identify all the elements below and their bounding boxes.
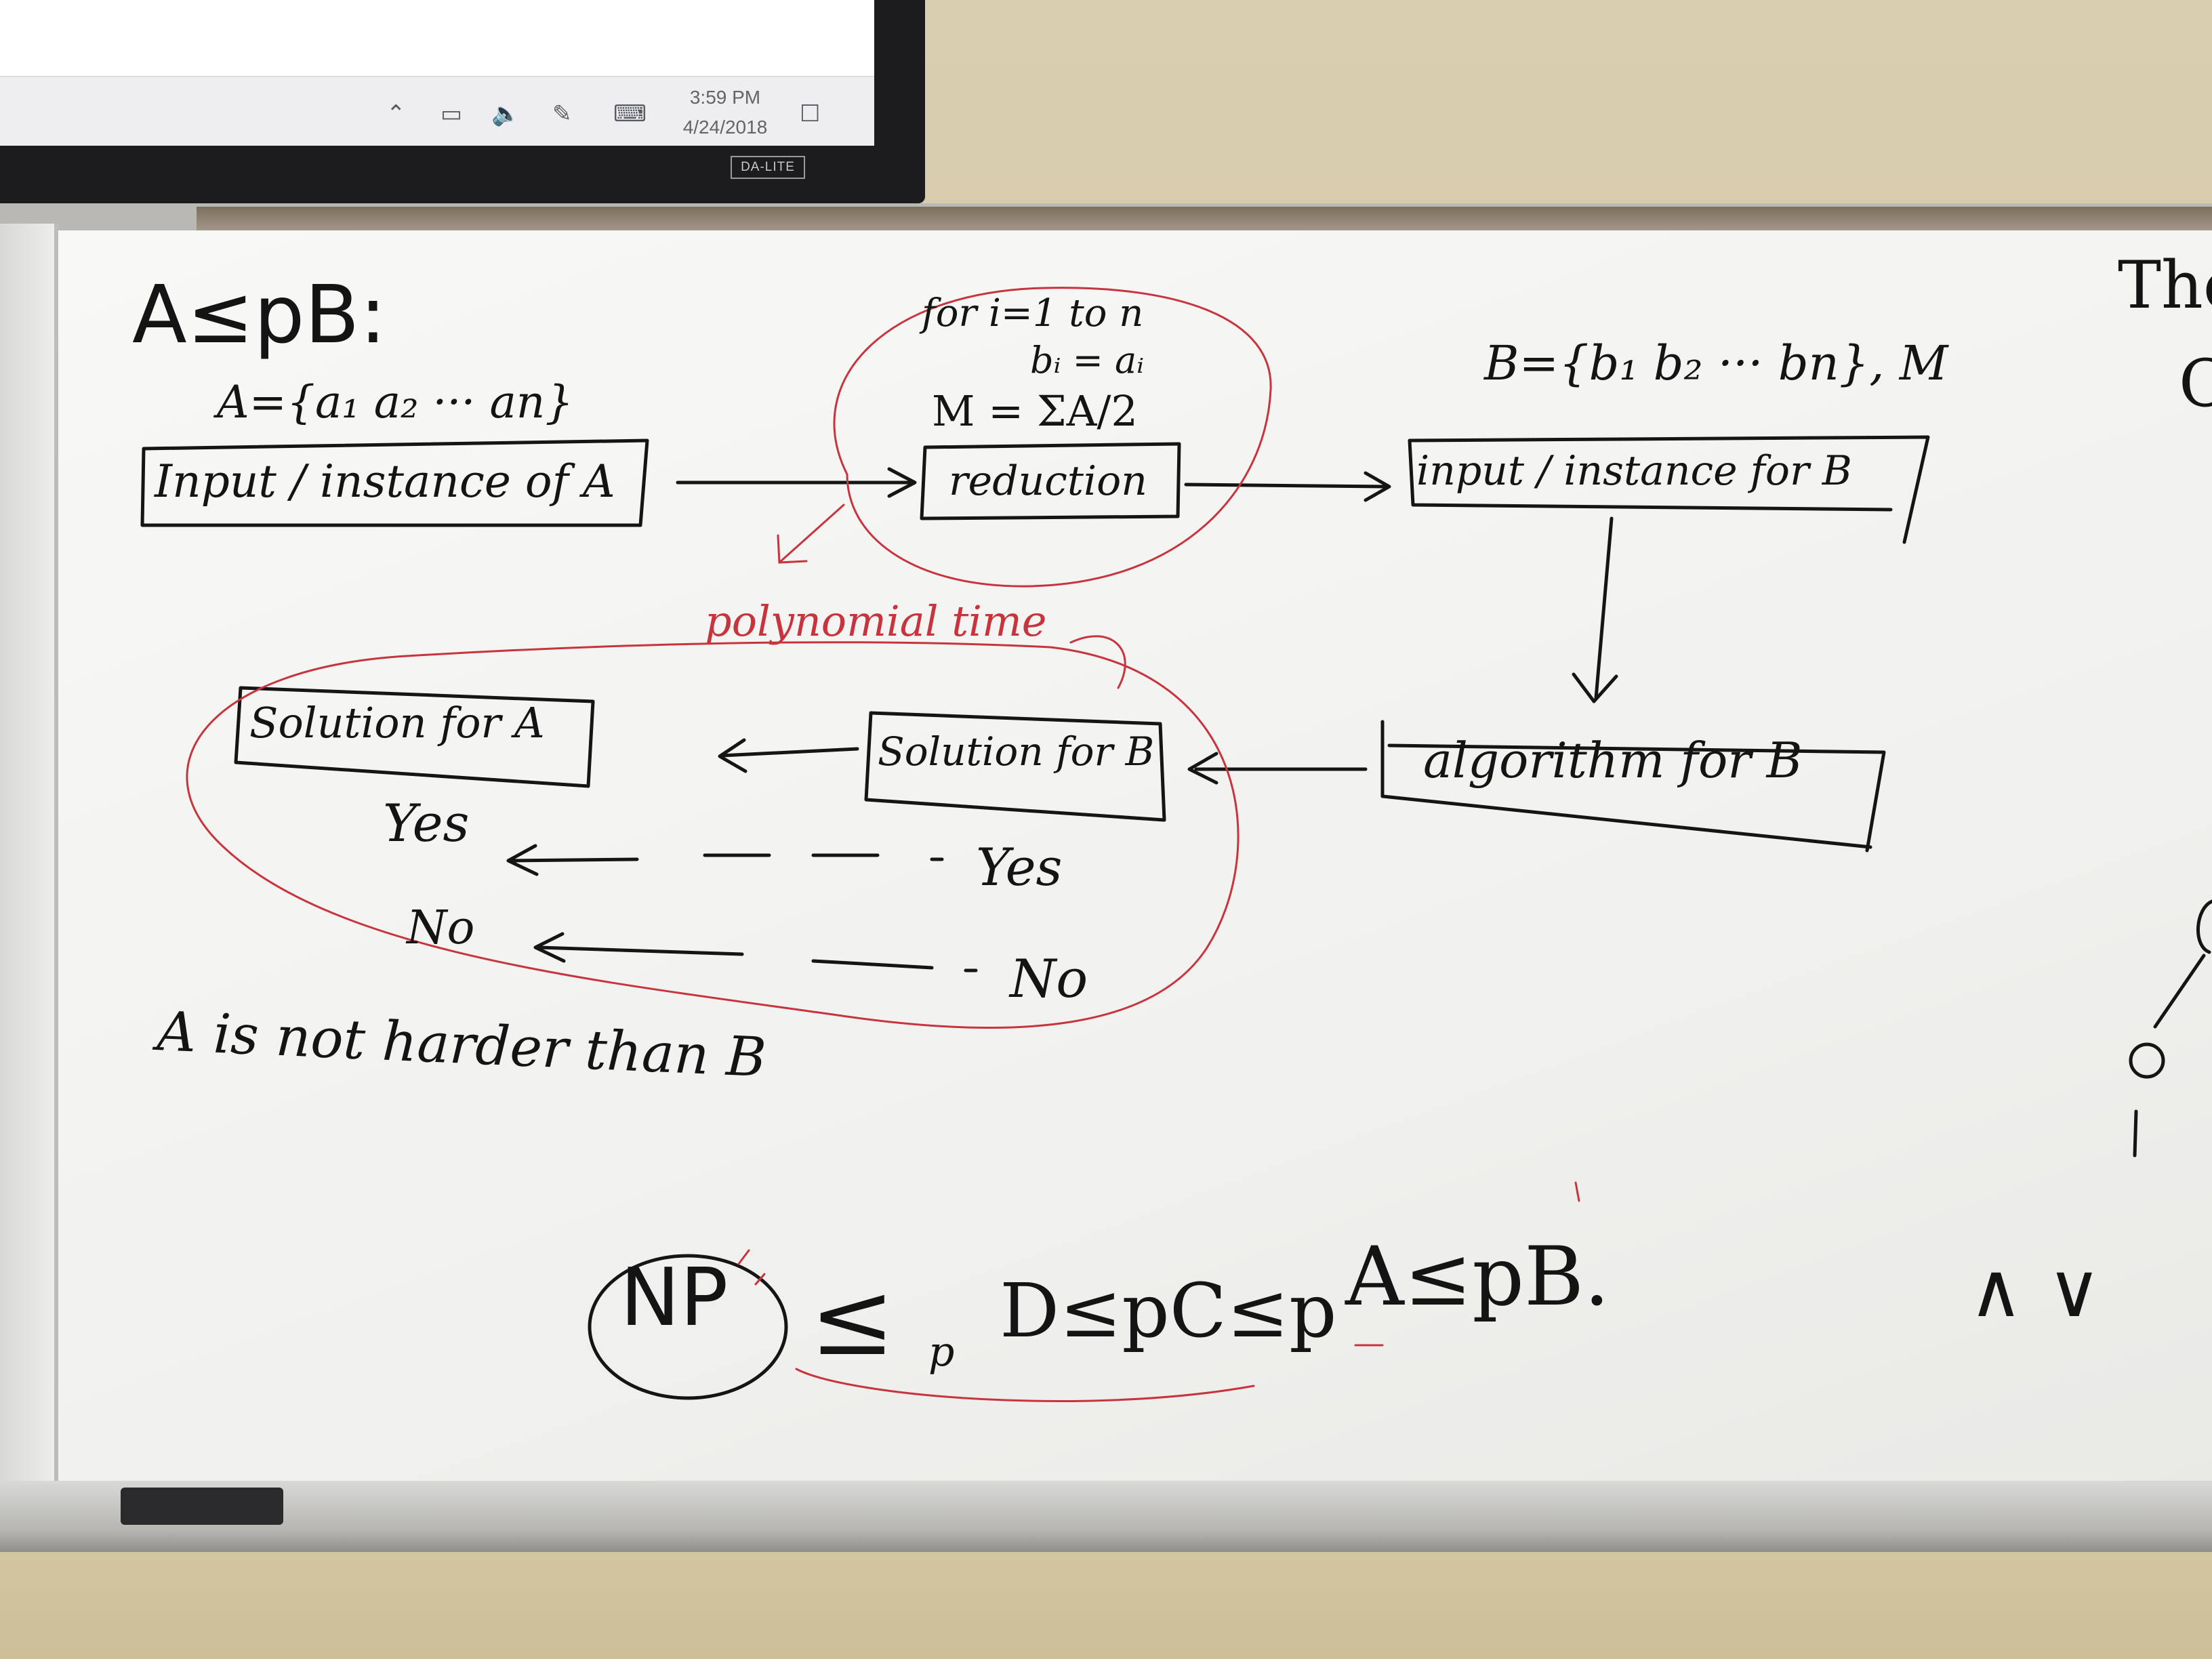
edge-line xyxy=(2153,954,2206,1029)
arrow-reduction-to-input-b xyxy=(1184,483,1388,489)
loop-line-1: for i=1 to n xyxy=(922,291,1144,335)
box-input-b xyxy=(1408,435,1930,544)
edge-node-top xyxy=(2196,899,2212,954)
input-b-label: input / instance for B xyxy=(1416,447,1852,495)
pen-icon[interactable]: ✎ xyxy=(552,100,572,127)
chain-leq: ≤ xyxy=(810,1261,895,1378)
red-chain-underline xyxy=(795,1368,1255,1402)
set-b-label: B={b₁ b₂ ··· bn}, M xyxy=(1484,335,1948,391)
heading-reduction: A≤pB: xyxy=(132,268,387,361)
box-input-a xyxy=(140,438,649,527)
set-a-label: A={a₁ a₂ ··· an} xyxy=(217,376,574,428)
edge-the: The xyxy=(2118,247,2212,323)
edge-node-mid xyxy=(2129,1042,2165,1079)
arrowhead-solution-b xyxy=(1187,752,1218,785)
notification-icon[interactable]: ☐ xyxy=(800,100,821,127)
clock-time: 3:59 PM xyxy=(689,87,761,108)
arrow-input-b-to-algorithm xyxy=(1594,516,1614,700)
np-circle xyxy=(588,1254,788,1400)
taskbar xyxy=(0,78,874,146)
clock-date: 4/24/2018 xyxy=(682,117,768,138)
np-label: NP xyxy=(620,1250,729,1344)
yes-left: Yes xyxy=(383,793,470,853)
red-hook-polytime xyxy=(1069,635,1126,689)
adjacent-board-panel xyxy=(0,224,58,1525)
taskbar-clock[interactable]: 3:59 PM 4/24/2018 xyxy=(674,83,776,142)
box-solution-b xyxy=(864,711,1166,822)
box-algorithm-b xyxy=(1380,720,1886,853)
loop-line-2: bᵢ = aᵢ xyxy=(1030,339,1145,382)
yes-right: Yes xyxy=(976,837,1063,897)
arrowhead-solution-a xyxy=(718,738,747,773)
arrow-yes-solid xyxy=(510,857,639,863)
no-right: No xyxy=(1010,949,1088,1010)
box-reduction xyxy=(920,442,1181,520)
eraser xyxy=(121,1488,283,1525)
no-left: No xyxy=(407,901,475,955)
edge-and-or: ∧ ∨ xyxy=(1969,1247,2102,1334)
arrowhead-yes xyxy=(506,844,539,876)
m-definition: M = ΣA/2 xyxy=(932,386,1138,436)
chevron-up-icon[interactable]: ⌃ xyxy=(386,100,406,127)
solution-b-label: Solution for B xyxy=(878,729,1155,775)
volume-icon[interactable]: 🔈 xyxy=(491,100,520,127)
red-circle-reduction xyxy=(833,287,1272,588)
monitor-brand-label: DA-LITE xyxy=(731,156,805,179)
arrowhead-no xyxy=(533,932,566,963)
arrowhead-input-b xyxy=(1364,471,1391,502)
whiteboard xyxy=(58,230,2212,1488)
screen-content xyxy=(0,0,874,77)
red-ticks xyxy=(737,1181,1580,1286)
polynomial-time-label: polynomial time xyxy=(705,596,1047,646)
reduction-label: reduction xyxy=(949,457,1147,505)
algorithm-b-label: algorithm for B xyxy=(1423,732,1803,789)
arrow-yes-dashed xyxy=(703,853,944,861)
lower-wall xyxy=(0,1552,2212,1659)
chain-d-c: D≤pC≤p xyxy=(1000,1267,1337,1354)
arrow-no-dashed xyxy=(811,959,978,972)
red-ellipse-solutions xyxy=(186,641,1240,1029)
arrow-no-solid xyxy=(537,945,744,956)
arrow-solution-b-to-a xyxy=(720,747,859,758)
edge-c: C xyxy=(2179,346,2212,422)
red-arrow-to-polytime xyxy=(777,504,845,564)
arrowhead-reduction xyxy=(887,467,917,498)
box-solution-a xyxy=(234,686,595,788)
monitor-screen: ⌃ ▭ 🔈 ✎ ⌨ 3:59 PM 4/24/2018 ☐ xyxy=(0,0,874,146)
keyboard-icon[interactable]: ⌨ xyxy=(613,100,647,127)
chain-p: p xyxy=(928,1328,955,1376)
arrowhead-algorithm xyxy=(1572,672,1618,703)
monitor: ⌃ ▭ 🔈 ✎ ⌨ 3:59 PM 4/24/2018 ☐ DA-LITE xyxy=(0,0,925,203)
edge-line-lower xyxy=(2133,1109,2138,1158)
network-icon[interactable]: ▭ xyxy=(441,100,463,127)
input-a-label: Input / instance of A xyxy=(155,455,615,508)
solution-a-label: Solution for A xyxy=(249,698,545,747)
chain-a-b: A≤pB. xyxy=(1345,1230,1610,1324)
marker-tray xyxy=(0,1481,2212,1552)
whiteboard-top-rail xyxy=(197,207,2212,234)
